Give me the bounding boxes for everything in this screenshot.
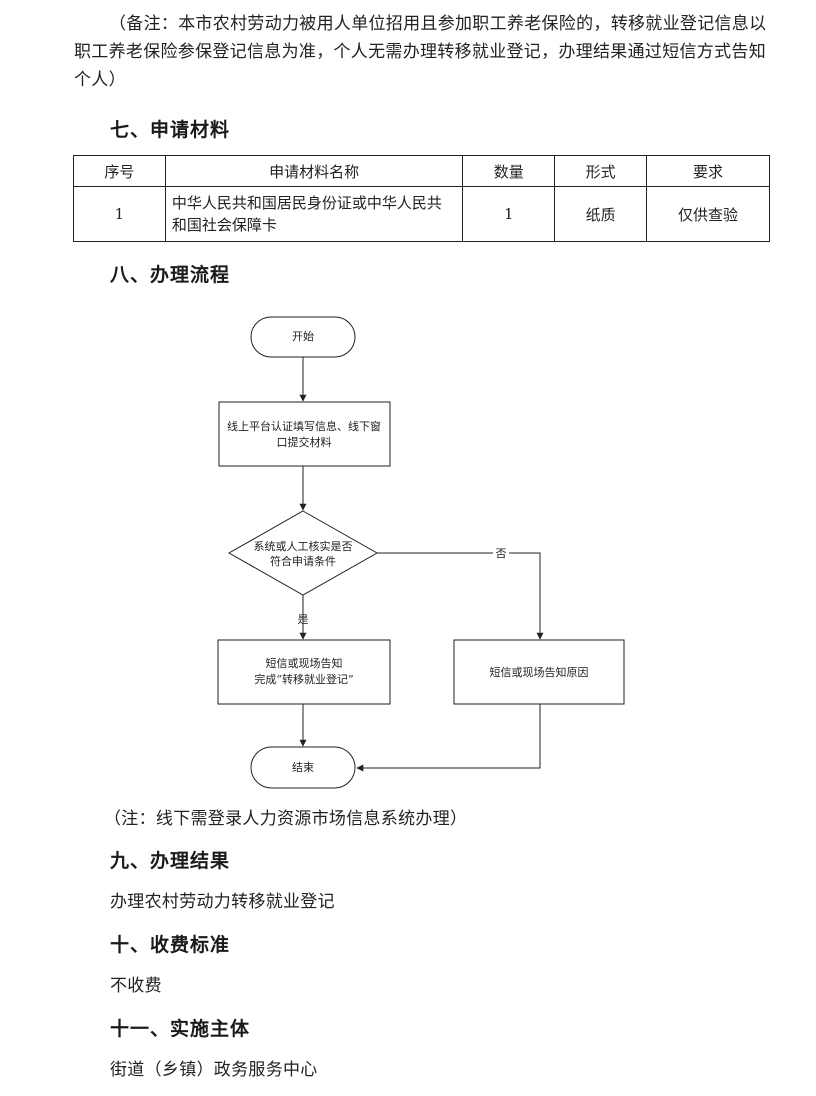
cell-req: 仅供查验 xyxy=(646,186,770,242)
section11-heading: 十一、实施主体 xyxy=(110,1018,251,1040)
flow-end-label: 结束 xyxy=(292,761,314,774)
col-header-req: 要求 xyxy=(646,155,770,187)
flow-step1-box xyxy=(218,401,391,467)
flow-no-label-bg xyxy=(493,546,509,560)
flow-decision-line2: 符合申请条件 xyxy=(270,554,336,568)
section9-text: 办理农村劳动力转移就业登记 xyxy=(110,892,335,912)
section10-heading: 十、收费标准 xyxy=(110,934,231,956)
flow-yes-box xyxy=(217,639,391,705)
flow-arrow-no xyxy=(377,552,544,640)
flow-yes-label: 是 xyxy=(298,613,309,626)
col-header-qty: 数量 xyxy=(462,155,556,187)
cell-name: 中华人民共和国居民身份证或中华人民共和国社会保障卡 xyxy=(164,186,464,242)
flow-note: （注：线下需登录人力资源市场信息系统办理） xyxy=(104,809,468,829)
flow-no-box-label: 短信或现场告知原因 xyxy=(490,665,589,679)
flow-no-box xyxy=(453,639,625,705)
col-header-form: 形式 xyxy=(554,155,648,187)
intro-note: （备注：本市农村劳动力被用人单位招用且参加职工养老保险的，转移就业登记信息以职工… xyxy=(74,14,767,90)
table-header-row: 序号 申请材料名称 数量 形式 要求 xyxy=(73,155,770,187)
flow-decision-node xyxy=(227,510,379,596)
col-header-name: 申请材料名称 xyxy=(164,155,464,187)
section8-heading: 八、办理流程 xyxy=(110,264,231,286)
section9-heading: 九、办理结果 xyxy=(110,850,231,872)
flow-step1-line1: 线上平台认证填写信息、线下窗 xyxy=(227,419,381,433)
flow-end-node xyxy=(250,746,356,789)
section11-text: 街道（乡镇）政务服务中心 xyxy=(110,1060,318,1080)
flow-yes-box-line1: 短信或现场告知 xyxy=(266,656,343,670)
section10-text: 不收费 xyxy=(110,976,162,996)
flow-decision-line1: 系统或人工核实是否 xyxy=(254,539,353,553)
flow-start-label: 开始 xyxy=(292,329,314,343)
materials-table: 序号 申请材料名称 数量 形式 要求 1 中华人民共和国居民身份证或中华人民共和… xyxy=(73,155,770,242)
cell-no: 1 xyxy=(73,186,166,242)
process-flowchart: 开始 线上平台认证填写信息、线下窗 口提交材料 系统或人工核实是否 符合申请条件… xyxy=(217,316,625,789)
flow-step1-line2: 口提交材料 xyxy=(277,435,332,449)
flow-no-label: 否 xyxy=(496,547,507,560)
flow-yes-box-line2: 完成“转移就业登记” xyxy=(254,672,353,686)
table-row: 1 中华人民共和国居民身份证或中华人民共和国社会保障卡 1 纸质 仅供查验 xyxy=(73,186,770,242)
col-header-no: 序号 xyxy=(73,155,166,187)
cell-form: 纸质 xyxy=(554,186,648,242)
cell-qty: 1 xyxy=(462,186,556,242)
section7-heading: 七、申请材料 xyxy=(110,119,231,141)
flow-arrow-no-end xyxy=(356,704,541,772)
